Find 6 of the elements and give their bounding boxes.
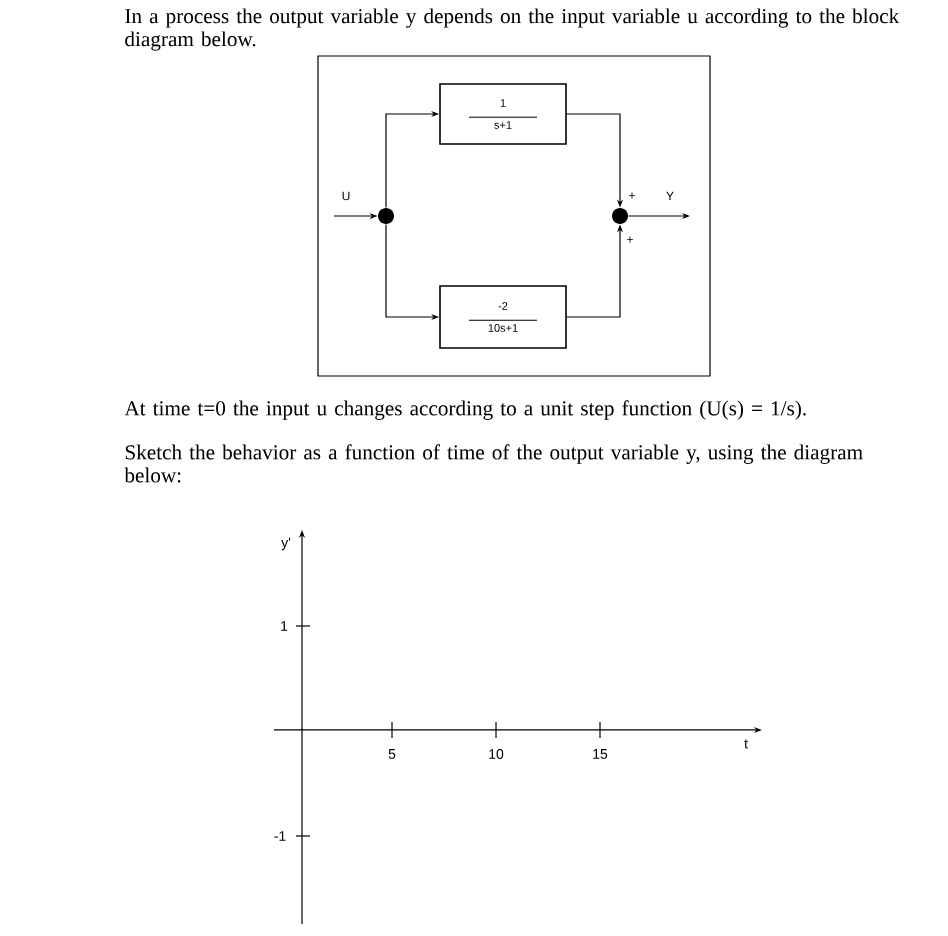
junction-dot (612, 208, 628, 224)
junction-dot (378, 208, 394, 224)
diagram-frame (317, 55, 711, 377)
paragraph: At time t=0 the input u changes according to a unit step function (U(s) = 1/s). (124, 400, 806, 420)
paragraph: In a process the output variable y depends on the input variable u according to the block diagram below. (125, 8, 900, 51)
paragraph: Sketch the behavior as a function of time of the output variable y, using the diagram below: (124, 444, 863, 483)
